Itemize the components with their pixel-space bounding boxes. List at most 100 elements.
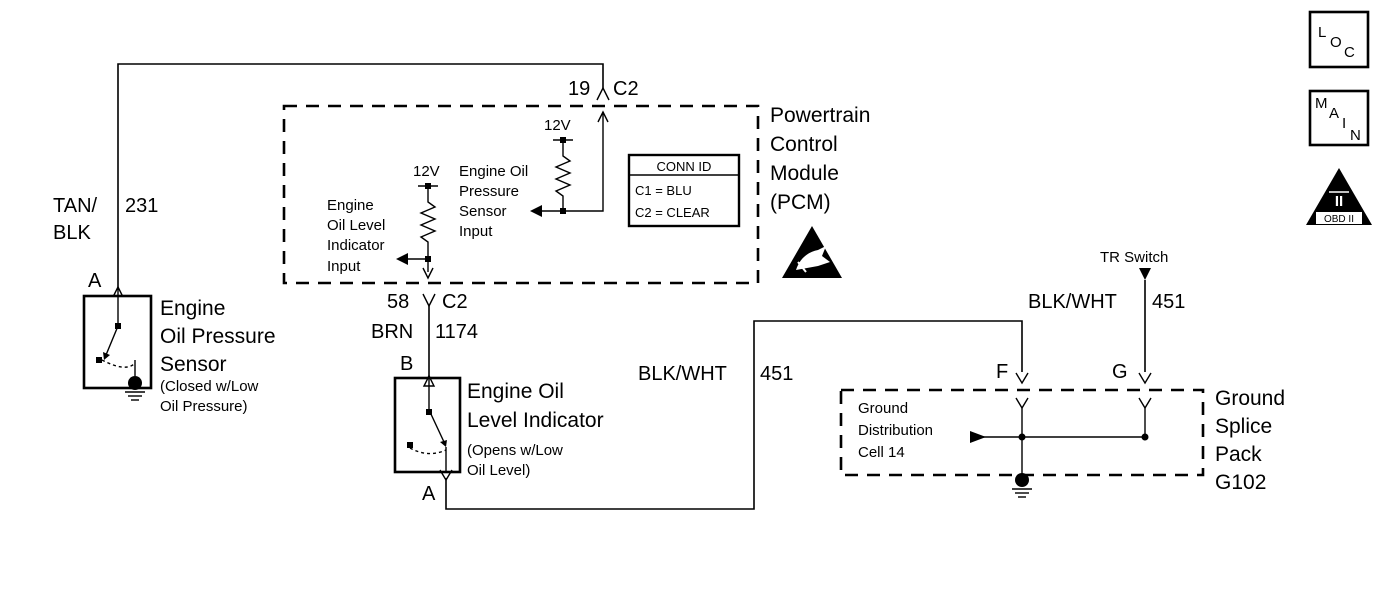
level-pin-a-label: A [422,483,436,505]
cell-label-line2: Distribution [858,422,933,439]
level-label-line2: Level Indicator [467,409,604,432]
sensor-note-line2: Oil Pressure) [160,398,248,415]
svg-text:Module: Module [770,162,839,185]
pin-58-label: 58 [387,291,409,313]
wire-451-tr-circuit: 451 [1152,291,1185,313]
splice-label-line2: Splice [1215,415,1272,438]
main-letter-2: A [1329,105,1339,122]
level-switch-icon [429,411,445,443]
splice-label-line4: G102 [1215,471,1266,494]
level-connector-a-icon [439,469,453,482]
splice-pin-g-label: G [1112,361,1128,383]
splice-ground-icon [1012,488,1032,498]
pcm-outline [282,104,760,285]
splice-label-line1: Ground [1215,387,1285,410]
conn-id-title: CONN ID [657,159,712,174]
connector-19-icon [596,86,610,101]
wire-451-tr-color: BLK/WHT [1028,291,1117,313]
obd-ii-icon [1306,168,1372,225]
oil-pressure-input-label: Engine Oil Pressure Sensor Input [459,163,528,240]
sensor-switch-icon [105,325,119,356]
level-note-line1: (Opens w/Low [467,442,563,459]
svg-text:Engine: Engine [327,197,374,214]
oil-level-indicator: B A Engine Oil Level Indicator (Opens w/… [393,353,604,505]
sensor-label-line2: Oil Pressure [160,325,276,348]
tr-switch-arrow-icon [1139,268,1151,280]
oil-pressure-sensor: A Engine Oil Pressure Sensor (Closed w/L… [82,270,276,415]
wire-451-ground [445,320,1023,510]
sensor-label-line3: Sensor [160,353,227,376]
loc-button[interactable]: L O C [1308,10,1370,69]
svg-text:Input: Input [459,223,493,240]
wire-labels: TAN/ BLK 231 BRN 1174 BLK/WHT 451 BLK/WH… [53,195,1185,385]
svg-text:Pressure: Pressure [459,183,519,200]
wire-451-color: BLK/WHT [638,363,727,385]
obd-ii-button[interactable]: II OBD II [1306,168,1372,225]
sensor-pin-a-label: A [88,270,102,292]
svg-text:Input: Input [327,258,361,275]
loc-letter-2: O [1330,34,1342,51]
pin-19-connector-label: C2 [613,78,639,100]
svg-text:Sensor: Sensor [459,203,507,220]
splice-pin-f-label: F [996,361,1008,383]
splice-connector-g-icon [1138,397,1152,410]
resistor-b-icon [419,186,437,272]
splice-arrow-g-icon [1138,372,1152,385]
signal-arrow-a-icon [530,205,542,217]
level-indicator-body [393,376,462,474]
cell-label-line3: Cell 14 [858,444,905,461]
level-pin-b-label: B [400,353,413,375]
wire-451-circuit: 451 [760,363,793,385]
main-letter-1: M [1315,95,1328,112]
sensor-ground-terminal-icon [128,376,142,390]
svg-text:Powertrain: Powertrain [770,104,870,127]
resistor-a-icon [554,140,572,211]
cell-label-line1: Ground [858,400,908,417]
splice-connector-f-icon [1015,397,1029,410]
connector-58-icon [422,293,436,308]
wire-231 [117,63,604,287]
svg-text:Indicator: Indicator [327,237,385,254]
main-button[interactable]: M A I N [1308,89,1370,147]
svg-text:Engine Oil: Engine Oil [459,163,528,180]
signal-arrow-b-icon [396,253,408,265]
sensor-label-line1: Engine [160,297,225,320]
esd-warning-icon [782,226,842,278]
pcm-arrow-out-icon [422,267,434,280]
supply-12v-label-a: 12V [544,117,571,134]
ground-splice-pack: F G Ground Distribution Cell 14 Ground S… [839,361,1285,498]
main-letter-4: N [1350,127,1361,144]
sensor-note-line1: (Closed w/Low [160,378,259,395]
svg-text:(PCM): (PCM) [770,191,831,214]
splice-arrow-f-icon [1015,372,1029,385]
loc-letter-3: C [1344,44,1355,61]
wire-231-color-line2: BLK [53,222,91,244]
obd-caption: OBD II [1324,214,1354,225]
level-label-line1: Engine Oil [467,380,564,403]
splice-label-line3: Pack [1215,443,1262,466]
sensor-ground-icon [125,391,145,401]
tr-switch-label: TR Switch [1100,249,1168,266]
oil-level-input-label: Engine Oil Level Indicator Input [327,197,385,275]
wire-1174-color: BRN [371,321,413,343]
loc-letter-1: L [1318,24,1326,41]
pin-58-connector-label: C2 [442,291,468,313]
obd-numeral: II [1335,193,1343,210]
level-note-line2: Oil Level) [467,462,530,479]
main-letter-3: I [1342,115,1346,132]
conn-id-box: CONN ID C1 = BLU C2 = CLEAR [627,153,741,228]
conn-id-c2: C2 = CLEAR [635,205,710,220]
supply-12v-label-b: 12V [413,163,440,180]
conn-id-c1: C1 = BLU [635,183,692,198]
distribution-arrow-icon [970,431,986,443]
svg-text:Control: Control [770,133,838,156]
splice-ground-terminal-icon [1015,473,1029,487]
pcm-module: 19 C2 12V Engine Oil Pressure Sensor Inp… [282,78,870,313]
wire-1174-circuit: 1174 [435,321,478,343]
wire-231-color-line1: TAN/ [53,195,98,217]
wire-231-circuit: 231 [125,195,158,217]
pin-19-label: 19 [568,78,590,100]
wires [117,63,1146,510]
pcm-label: Powertrain Control Module (PCM) [770,104,870,214]
